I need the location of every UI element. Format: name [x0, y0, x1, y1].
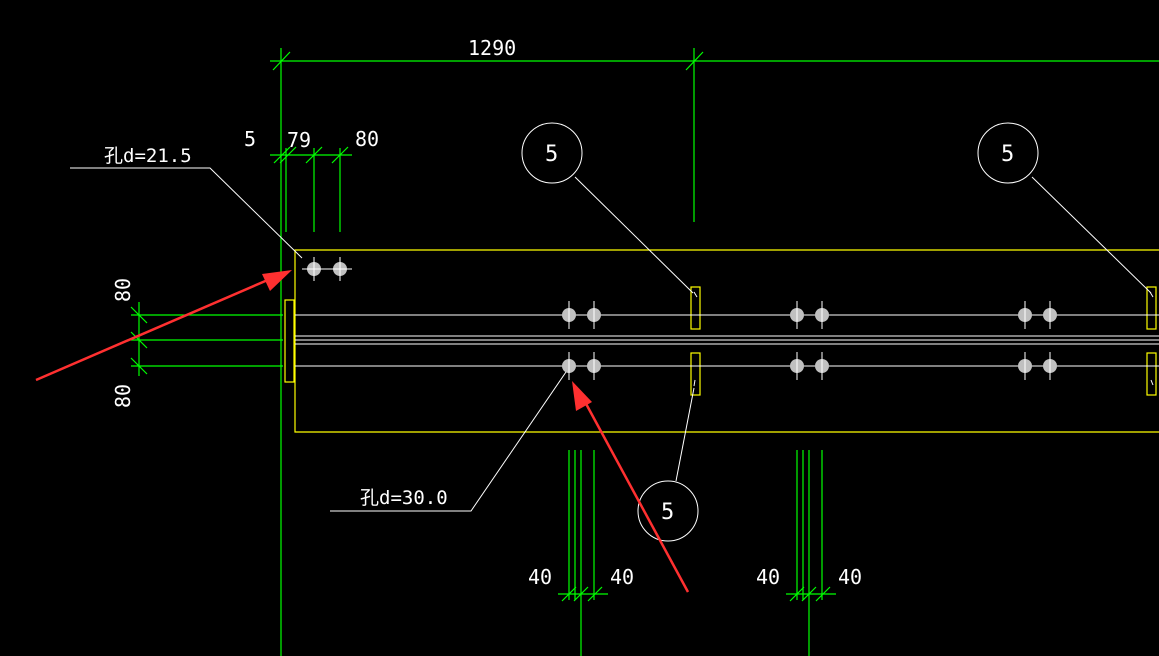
bolt-holes [302, 257, 1057, 380]
dimension-lines [130, 48, 1159, 656]
dim-79: 79 [287, 128, 311, 152]
stiffener-plate [690, 352, 701, 396]
tick [815, 586, 831, 602]
callout-circle-top-right [977, 122, 1039, 184]
tick [561, 586, 577, 602]
callout-text-bottom-mid: 5 [661, 500, 674, 525]
dim-80-left-lower: 80 [111, 384, 135, 408]
leaders [70, 122, 1152, 542]
tick [130, 331, 148, 349]
tick [305, 146, 323, 164]
red-arrow-left-head [262, 270, 292, 291]
red-arrow-right-shaft [582, 399, 690, 593]
dim-1290: 1290 [468, 36, 516, 60]
tick [685, 51, 704, 71]
tick [130, 306, 148, 324]
callout-text-top-mid: 5 [545, 142, 558, 167]
dim-40-b: 40 [610, 565, 634, 589]
tick [130, 357, 148, 375]
callout-leader-top-right [1031, 176, 1152, 294]
large-hole-leader [330, 371, 567, 512]
callout-leader-top-mid [574, 176, 694, 294]
small-hole-leader [70, 167, 303, 259]
tick [272, 51, 291, 71]
callout-leader-bottom-mid [675, 387, 695, 482]
dim-40-c: 40 [756, 565, 780, 589]
stiffener-plate [1146, 352, 1157, 396]
small-hole-label: 孔d=21.5 [104, 145, 192, 167]
stiffener-plate [690, 286, 701, 330]
bolt-lines [295, 314, 1159, 367]
tick [573, 586, 589, 602]
tick [273, 146, 291, 164]
beam-outline [294, 249, 1159, 433]
large-hole-label: 孔d=30.0 [360, 487, 448, 509]
tick [279, 146, 297, 164]
small-hole-group [302, 257, 352, 281]
dim-80: 80 [355, 127, 379, 151]
red-arrow-left-shaft [35, 277, 271, 382]
callout-text-top-right: 5 [1001, 142, 1014, 167]
callout-circle-top-mid [521, 122, 583, 184]
stiffener-marks [693, 291, 1154, 387]
stiffener-plate [1146, 286, 1157, 330]
tick [587, 586, 603, 602]
dim-80-left-upper: 80 [111, 278, 135, 302]
red-arrow-right-head [572, 381, 592, 411]
tick [331, 146, 349, 164]
tick [789, 586, 805, 602]
annotation-arrows [35, 270, 690, 593]
callout-circle-bottom-mid [637, 480, 699, 542]
hole-crosshairs [568, 301, 1051, 380]
end-plate [284, 299, 295, 383]
dim-40-a: 40 [528, 565, 552, 589]
dim-5: 5 [244, 127, 256, 151]
member-outline [284, 249, 1159, 433]
tick [801, 586, 817, 602]
dim-40-d: 40 [838, 565, 862, 589]
